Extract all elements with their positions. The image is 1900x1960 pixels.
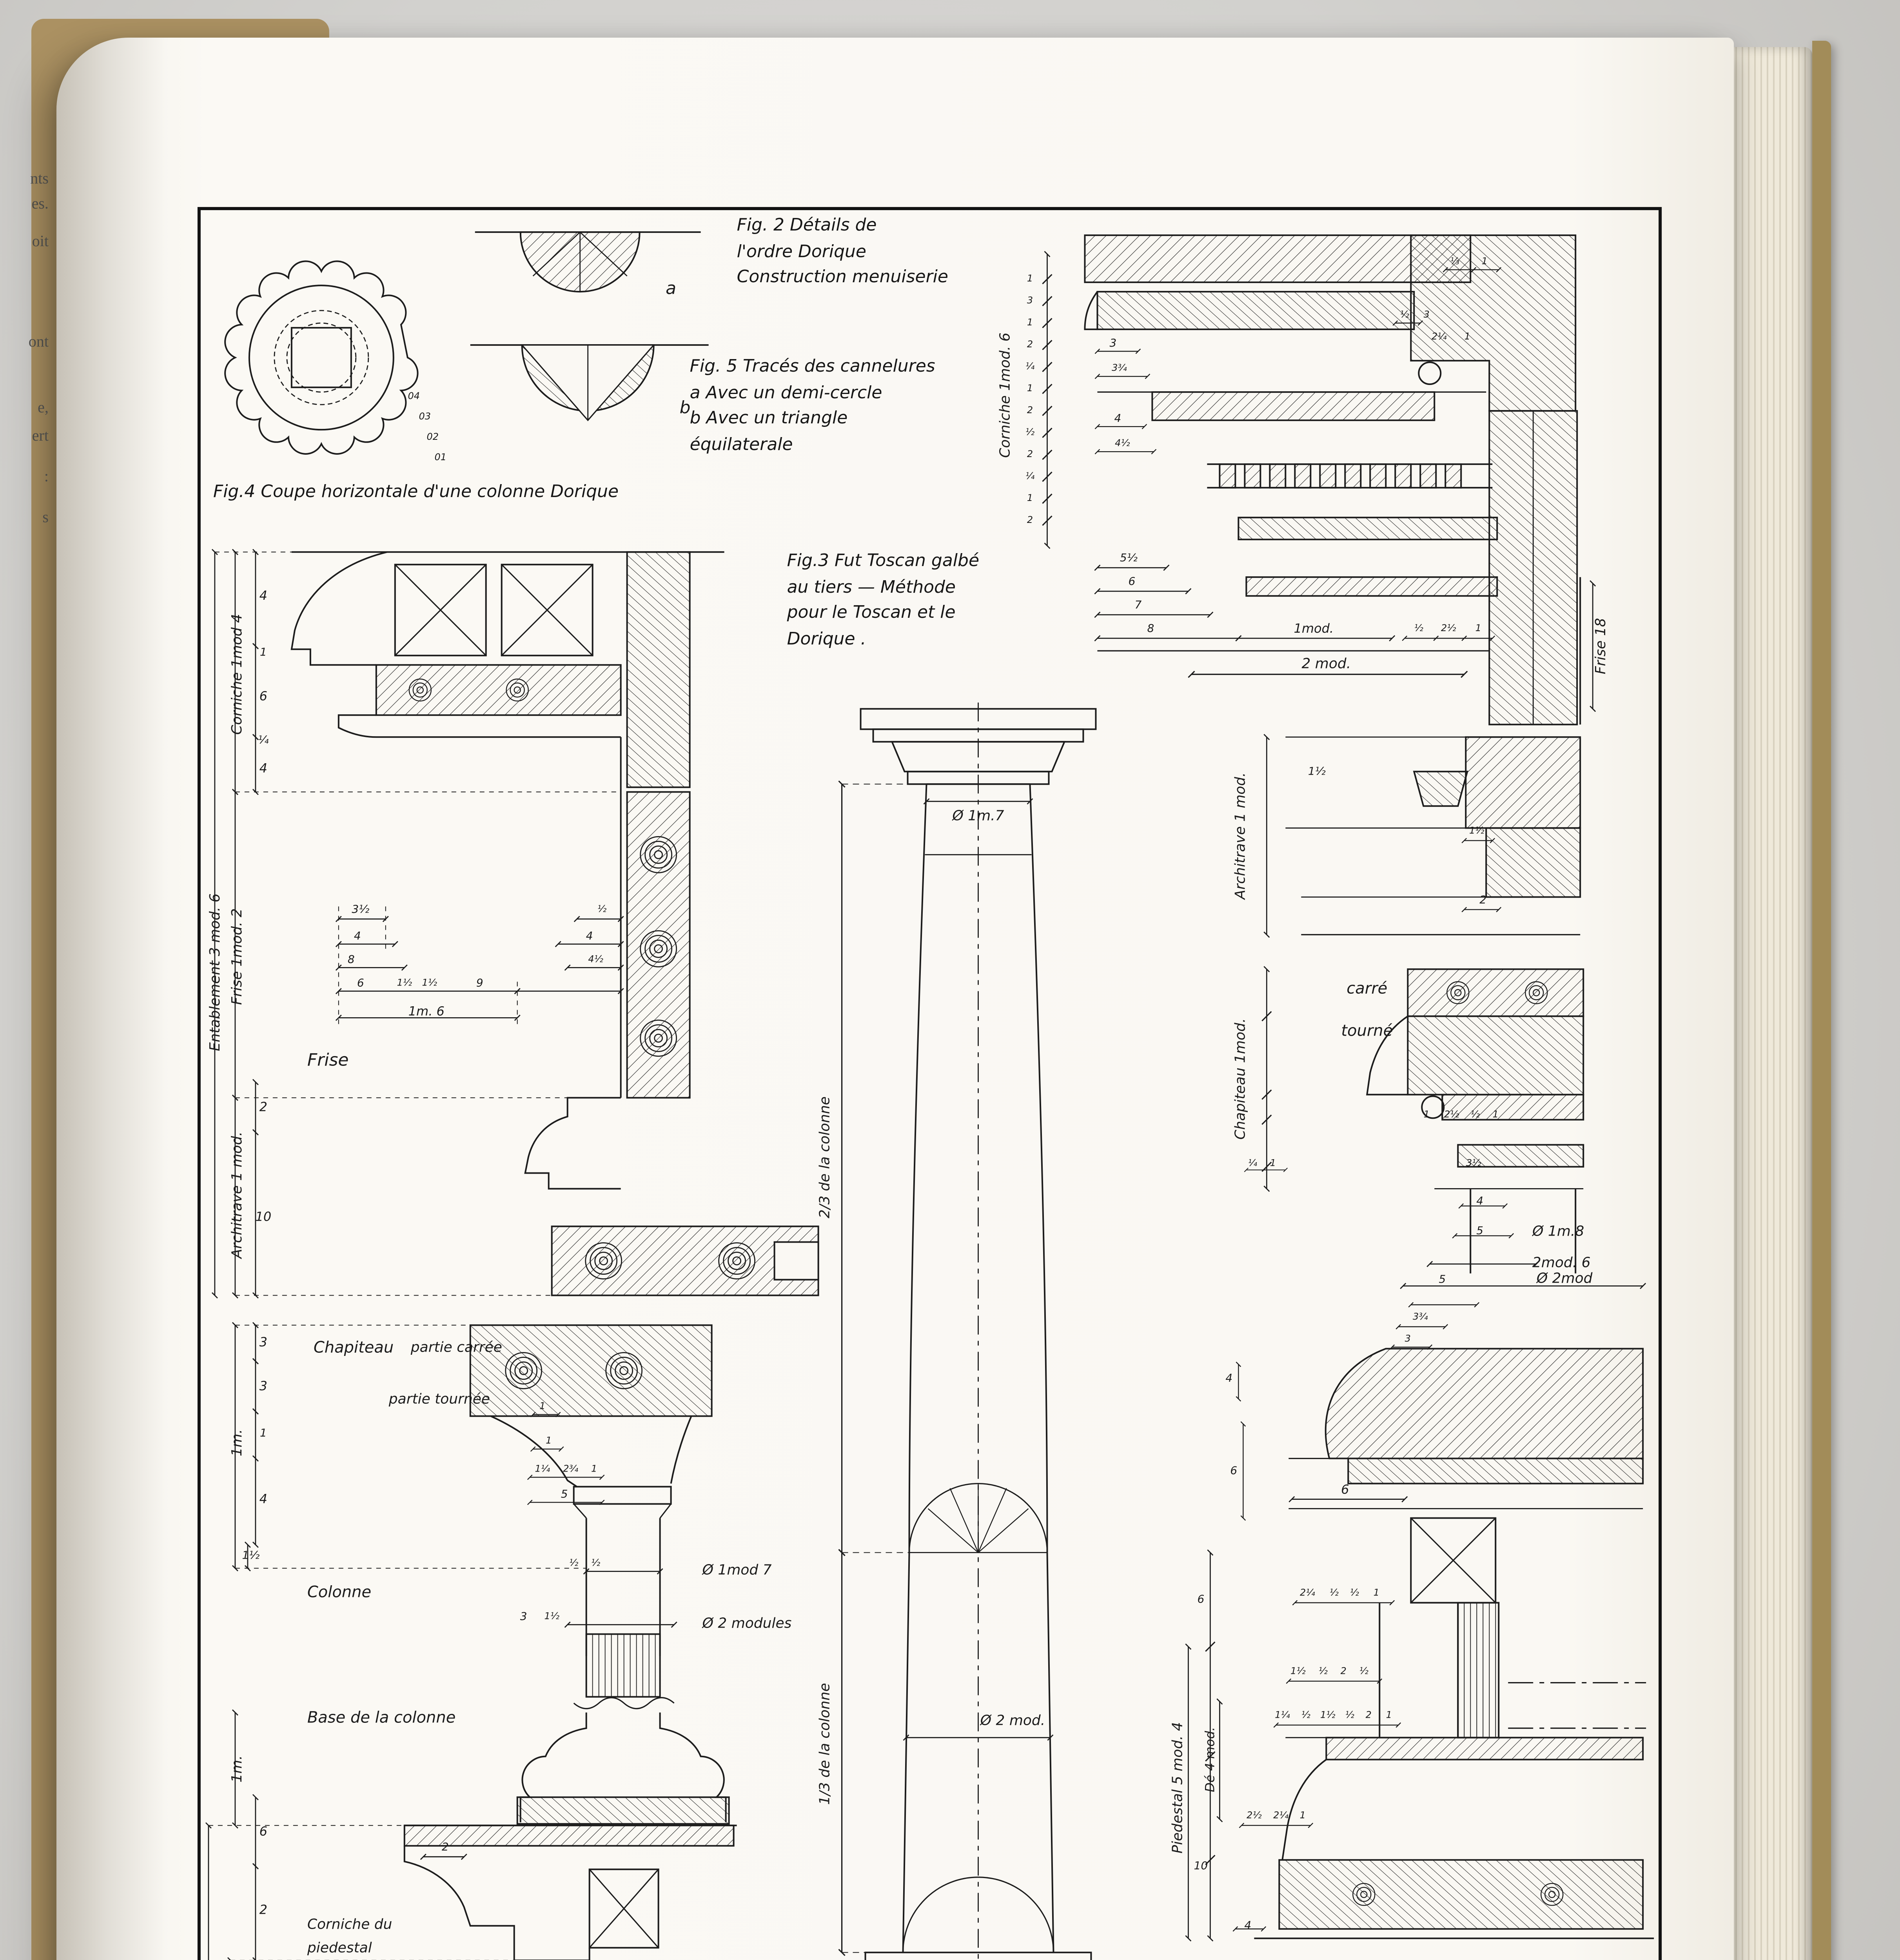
fig2-caption: Fig. 2 Détails de l'ordre Dorique Constr… xyxy=(737,215,949,287)
book-cover-right-edge xyxy=(1812,41,1831,1960)
plate-border-frame xyxy=(197,207,1662,1960)
fig4-caption: Fig.4 Coupe horizontale d'une colonne Do… xyxy=(213,481,619,502)
left-page-text-fragment: oit xyxy=(32,234,49,251)
left-page-text-fragment: ont xyxy=(28,334,49,352)
left-page-text-fragment: e, xyxy=(38,400,49,417)
left-page-text-fragment: ert xyxy=(32,428,49,446)
fig3-caption: Fig.3 Fut Toscan galbé au tiers — Méthod… xyxy=(787,550,980,649)
right-doric-architrave-capital xyxy=(1244,734,1584,1274)
left-page-text-fragments: nts es. oit ont e, ert: s xyxy=(3,0,53,1960)
page-stack-edge xyxy=(1731,47,1813,1960)
left-page-text-fragment: nts xyxy=(30,171,49,189)
fig1-left-order-section xyxy=(205,549,819,1960)
left-page-text-fragment: es. xyxy=(31,196,49,214)
fig5-caption: Fig. 5 Tracés des cannelures a Avec un d… xyxy=(690,356,935,454)
fig4-column-cross-section xyxy=(224,260,419,455)
fig3-tuscan-column xyxy=(838,702,1097,1960)
left-page-text-fragment: s xyxy=(42,510,49,527)
right-doric-cornice-section xyxy=(1042,234,1596,726)
right-doric-pedestal-section xyxy=(1185,1283,1654,1942)
left-page-text-fragment: : xyxy=(44,469,49,486)
fig2-fig5-flute-diagrams xyxy=(470,231,709,421)
